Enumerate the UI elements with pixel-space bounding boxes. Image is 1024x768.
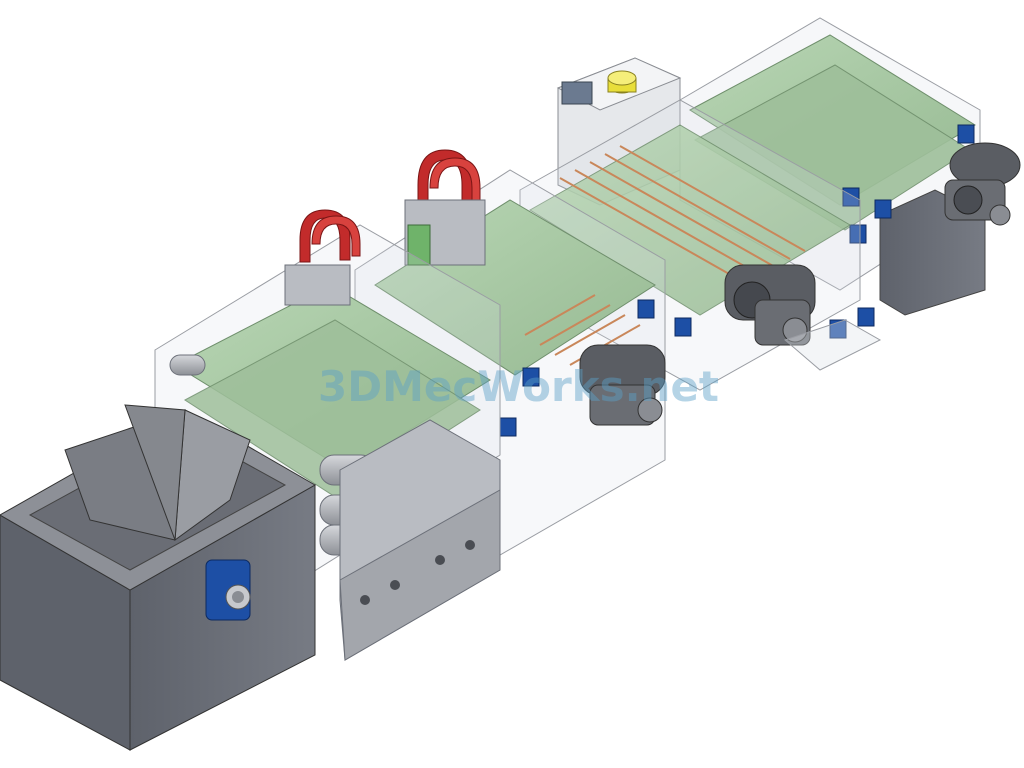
red-hood-2 — [404, 149, 486, 266]
bearing-icon — [205, 559, 251, 621]
motor-icon — [579, 344, 666, 426]
red-hood-1 — [284, 209, 361, 306]
motor-icon — [724, 264, 816, 346]
bearing-icon — [499, 299, 692, 437]
hopper-flap-left — [124, 404, 186, 541]
fan-icon — [607, 70, 637, 94]
bearing-icon — [829, 124, 975, 339]
motor-icon — [944, 142, 1021, 226]
hopper-icon — [0, 404, 317, 751]
heating-rods — [559, 145, 806, 284]
motor-box-4 — [879, 189, 986, 316]
